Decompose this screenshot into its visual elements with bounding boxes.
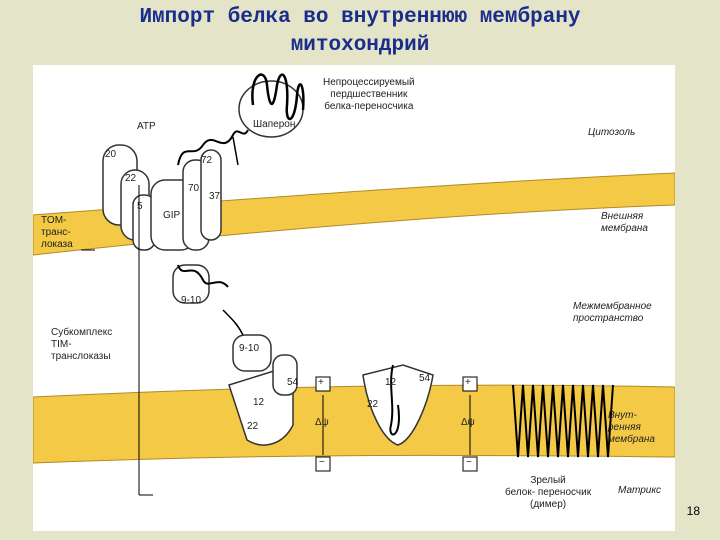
plus-box-left: [315, 376, 331, 392]
inner-membrane-label: Внут- ренняя мембрана: [608, 410, 655, 445]
cytosol-label: Цитозоль: [588, 127, 636, 138]
slide-title: Импорт белка во внутреннюю мембрану мито…: [0, 4, 720, 60]
tim54-left-label: 54: [287, 377, 299, 388]
matrix-label: Матрикс: [618, 485, 661, 496]
mature-carrier-label: Зрелый белок- переносчик (димер): [505, 475, 592, 510]
mid-chain: [389, 364, 400, 436]
ims-chain: [177, 264, 229, 288]
precursor-chain: [251, 73, 305, 120]
minus-box-right: [462, 456, 478, 472]
tim9-10-label: 9-10: [181, 295, 202, 306]
tom37-label: 37: [209, 191, 221, 202]
chaperone-label: Шаперон: [253, 119, 296, 130]
tim9-10-bound-shape: [232, 334, 272, 372]
tim12-left-label: 12: [253, 397, 265, 408]
page-number: 18: [686, 504, 700, 518]
tom72-label: 72: [201, 155, 213, 166]
atp-label: ATP: [137, 121, 156, 132]
outer-membrane-label: Внешняя мембрана: [601, 211, 648, 234]
title-line-1: Импорт белка во внутреннюю мембрану: [139, 6, 581, 29]
minus-box-left: [315, 456, 331, 472]
minus-right: −: [466, 457, 472, 468]
tim54-mid-label: 54: [419, 373, 431, 384]
precursor-label: Непроцессируемый пердшественник белка-пе…: [323, 77, 415, 112]
tom72-shape: [200, 149, 222, 241]
diagram-panel: Непроцессируемый пердшественник белка-пе…: [33, 65, 675, 531]
gip-label: GIP: [163, 210, 181, 221]
plus-right: +: [465, 377, 471, 388]
diagram-svg: [33, 73, 675, 496]
tim12-mid-label: 12: [385, 377, 397, 388]
title-line-2: митохондрий: [290, 34, 430, 57]
plus-left: +: [318, 377, 324, 388]
delta-psi-left: Δψ: [315, 417, 329, 428]
tim22-left-label: 22: [247, 421, 259, 432]
tim9-10-bound-label: 9-10: [239, 343, 260, 354]
minus-left: −: [319, 457, 325, 468]
tom5-label: 5: [137, 201, 143, 212]
tim54-left-shape: [272, 354, 298, 396]
intermembrane-space-label: Межмембранное пространство: [573, 301, 652, 324]
mature-carrier-helices: [512, 384, 614, 458]
tom-translocase-label: TOM- транс- локаза: [41, 215, 73, 250]
delta-psi-right: Δψ: [461, 417, 475, 428]
tom22-label: 22: [125, 173, 137, 184]
tom-import-chain: [177, 129, 249, 166]
tom70-label: 70: [188, 183, 200, 194]
tim22-mid-label: 22: [367, 399, 379, 410]
chaperone-arrow: [232, 136, 239, 166]
plus-box-right: [462, 376, 478, 392]
tom20-label: 20: [105, 149, 117, 160]
tim-subcomplex-label: Субкомплекс TIM- транслоказы: [51, 327, 113, 362]
